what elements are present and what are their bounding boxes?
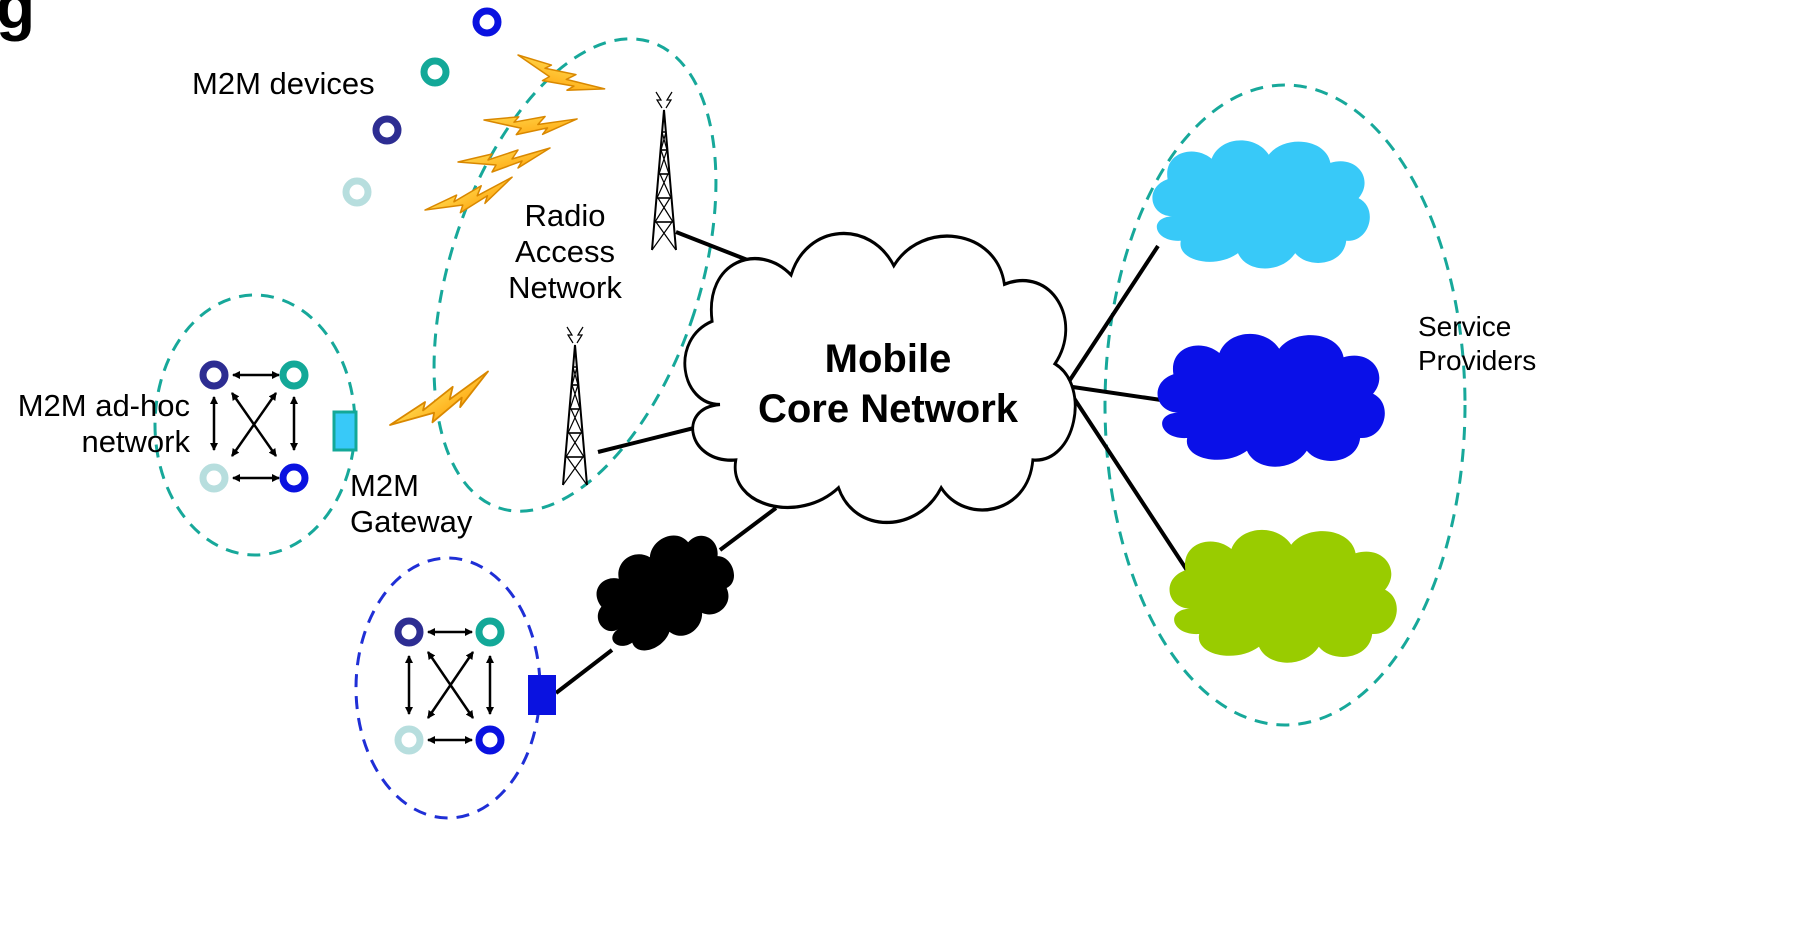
device-icon: [475, 725, 505, 755]
m2m-gateway-icon: [332, 410, 358, 452]
m2m-gateway-label: M2M Gateway: [350, 468, 473, 539]
service-providers-label: Service Providers: [1418, 311, 1537, 376]
device-icon: [199, 463, 229, 493]
radio-access-network-boundary: [432, 37, 718, 513]
m2m-devices: [342, 7, 502, 207]
partial-title-glyph-icon: g: [0, 0, 36, 42]
radio-access-network-label: Radio Access Network: [508, 198, 622, 305]
adhoc-mesh: [199, 360, 358, 493]
m2m-devices-label: M2M devices: [192, 66, 375, 101]
wired-gateway-icon: [528, 675, 556, 715]
service-providers-boundary: [1103, 83, 1467, 727]
lightning-icon: [512, 42, 606, 111]
device-icon: [342, 177, 372, 207]
provider-cloud-icon: [1152, 140, 1370, 269]
device-icon: [472, 7, 502, 37]
provider-cloud-icon: [1157, 333, 1385, 467]
radio-tower-icon: [562, 326, 588, 486]
transit-network-cloud-icon: [578, 514, 751, 671]
device-icon: [199, 360, 229, 390]
device-icon: [394, 725, 424, 755]
device-icon: [279, 463, 309, 493]
lower-mesh: [394, 617, 556, 755]
mobile-core-network-label: Mobile Core Network: [757, 337, 1019, 431]
lightning-icon: [481, 105, 578, 144]
device-icon: [475, 617, 505, 647]
device-icon: [394, 617, 424, 647]
m2m-adhoc-network-label: M2M ad-hoc network: [17, 388, 190, 459]
device-icon: [372, 115, 402, 145]
provider-cloud-icon: [1169, 529, 1397, 663]
lightning-icon: [457, 147, 551, 173]
device-icon: [420, 57, 450, 87]
radio-tower-icon: [651, 91, 677, 251]
device-icon: [279, 360, 309, 390]
